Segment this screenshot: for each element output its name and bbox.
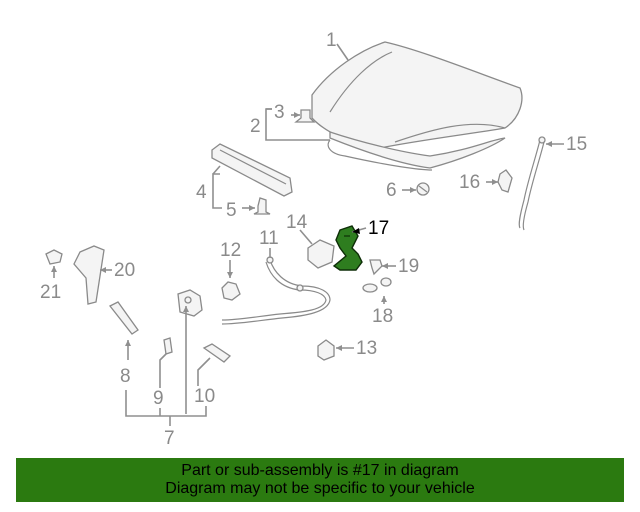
callout-18: 18 <box>372 306 393 327</box>
callout-4: 4 <box>196 182 207 203</box>
callout-7: 7 <box>164 428 175 449</box>
callout-21: 21 <box>40 282 61 303</box>
clip-part <box>294 109 316 123</box>
bolt-part <box>369 259 383 276</box>
pin-part <box>163 337 173 355</box>
hinge-bolt-part <box>45 249 63 265</box>
grommet-13-part <box>317 339 335 361</box>
callout-14: 14 <box>286 212 308 233</box>
cowl-panel-part <box>211 143 293 197</box>
callout-9: 9 <box>153 388 164 409</box>
callout-2: 2 <box>250 116 261 137</box>
arrowhead-17 <box>352 228 360 234</box>
support-rod-part <box>518 136 546 231</box>
cable-end-part <box>202 343 232 363</box>
callout-13: 13 <box>356 338 377 359</box>
callout-11: 11 <box>259 228 279 249</box>
hood-part <box>311 41 523 149</box>
rod-holder-part <box>497 169 513 193</box>
callout-12: 12 <box>220 240 241 261</box>
arrowheads <box>51 112 552 351</box>
striker-part <box>221 281 241 301</box>
callout-3: 3 <box>274 102 285 123</box>
stopper-part <box>416 182 430 196</box>
callout-10: 10 <box>194 386 215 407</box>
release-lever-part <box>177 289 203 317</box>
callout-16: 16 <box>459 172 480 193</box>
hinge-part <box>73 245 105 305</box>
callout-17: 17 <box>368 218 389 239</box>
cable-housing-part <box>108 301 139 335</box>
lock-cover-part <box>307 239 335 269</box>
banner-line-1: Part or sub-assembly is #17 in diagram <box>181 462 459 479</box>
callout-5: 5 <box>226 200 237 221</box>
callout-20: 20 <box>114 260 135 281</box>
info-banner: Part or sub-assembly is #17 in diagram D… <box>16 458 624 502</box>
hood-lock-assembly-part <box>332 225 363 271</box>
callout-1: 1 <box>326 30 337 51</box>
banner-line-2: Diagram may not be specific to your vehi… <box>165 480 475 497</box>
cowl-clip-part <box>253 197 271 215</box>
grommet-part <box>362 277 392 293</box>
parts-diagram: 1 2 3 4 5 6 7 8 9 10 11 12 13 14 15 16 1… <box>40 30 587 449</box>
hood-seal-part <box>327 131 506 171</box>
callout-labels: 1 2 3 4 5 6 7 8 9 10 11 12 13 14 15 16 1… <box>40 30 587 449</box>
callout-19: 19 <box>398 256 419 277</box>
callout-15: 15 <box>566 134 587 155</box>
callout-8: 8 <box>120 366 131 387</box>
callout-6: 6 <box>386 180 397 201</box>
